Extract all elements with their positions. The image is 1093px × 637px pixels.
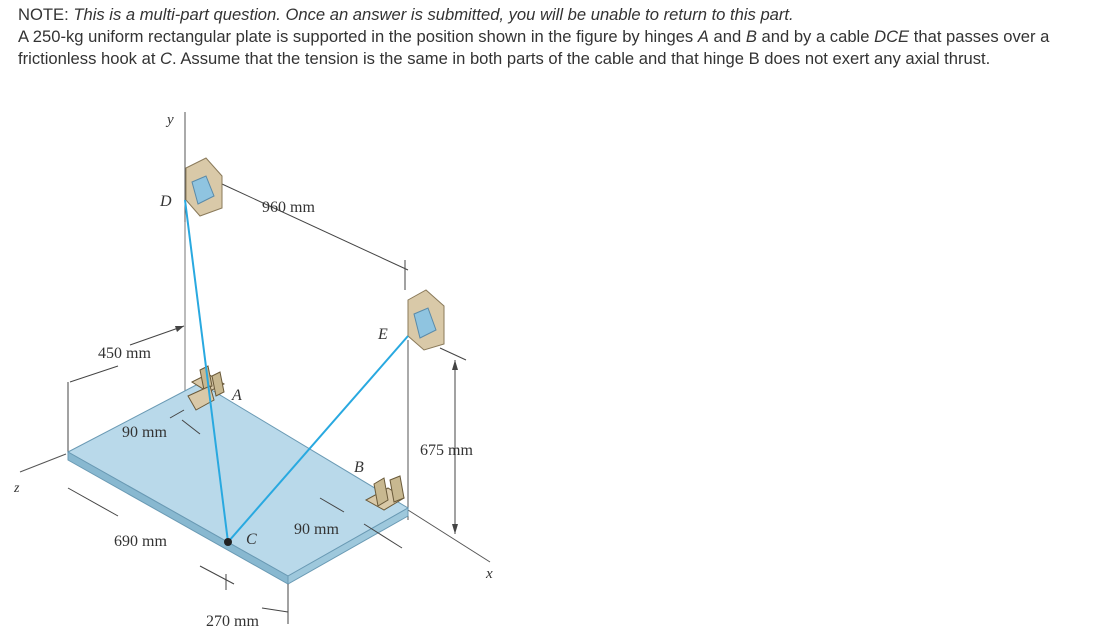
dim-270-label: 270 mm [206,613,259,630]
label-c: C [246,531,257,548]
x-axis-line [407,509,491,563]
text-seg-3: and by a cable [756,27,875,46]
label-d: D [159,193,172,210]
label-a: A [231,387,242,404]
plate-figure: y 960 mm D E 675 mm x z 450 mm [13,112,493,630]
dim-90-left-label: 90 mm [122,424,167,441]
dim-90-left-arrow [169,409,185,419]
problem-statement: NOTE: This is a multi-part question. Onc… [18,4,1088,70]
text-seg-4: that passes over a frictionless hook at [18,27,1050,68]
dim-270-line-b [261,607,289,613]
bracket-d [185,157,223,217]
text-seg-5: . Assume that the tension is the same in… [172,49,991,68]
text-hinge-b: B [745,27,757,46]
dim-675-ext-top [439,347,467,361]
z-axis-line [19,453,67,473]
dim-450-line [129,325,185,346]
dim-690-line [67,487,119,517]
dim-450-label: 450 mm [98,345,151,362]
dim-960-label: 960 mm [262,199,315,216]
dim-90-right-arrow [319,497,345,513]
dim-450-left-line [69,365,119,383]
dim-270-line-a [199,565,235,585]
note-text: This is a multi-part question. Once an a… [73,5,794,24]
note-line: NOTE: This is a multi-part question. Onc… [18,4,1088,26]
dim-450-arrow [175,326,184,332]
y-axis-label: y [165,112,174,128]
z-axis-label: z [13,481,20,496]
text-seg-2: and [708,27,746,46]
text-hook-c: C [160,49,173,68]
x-axis-label: x [485,566,493,582]
text-seg-1: A 250-kg uniform rectangular plate is su… [18,27,698,46]
dim-960-line [221,183,409,271]
label-b: B [354,459,364,476]
text-hinge-a: A [697,27,709,46]
dim-675-arrow-bottom [452,524,458,534]
dim-90-right-line [363,523,403,549]
plate [66,382,409,585]
dim-690-label: 690 mm [114,533,167,550]
hook-c [224,538,232,546]
bracket-e [407,289,445,351]
dim-90-right-label: 90 mm [294,521,339,538]
text-cable-dce: DCE [874,27,910,46]
hinge-b [364,475,405,511]
dim-90-left-line [181,419,201,435]
dim-675-label: 675 mm [420,442,473,459]
note-prefix: NOTE: [18,5,74,24]
label-e: E [377,326,388,343]
problem-text: A 250-kg uniform rectangular plate is su… [18,26,1088,70]
dim-675-arrow-top [452,360,458,370]
